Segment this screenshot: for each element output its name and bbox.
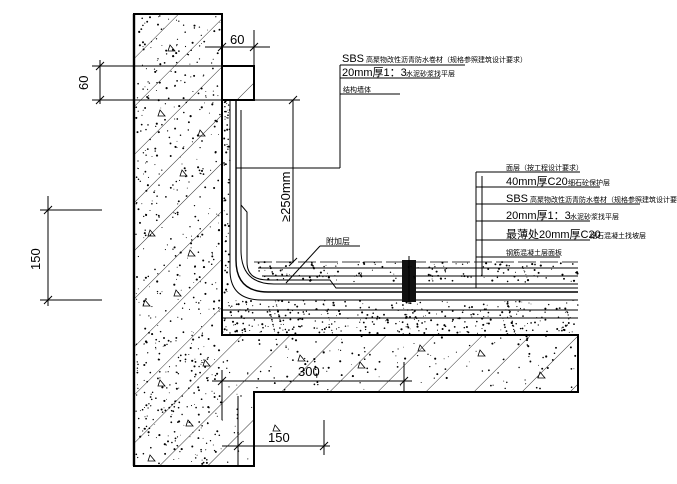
floor-callout-2-latin: SBS <box>506 193 528 205</box>
floor-callout-3: 20mm厚1：3 水泥砂浆找平层 <box>506 209 619 222</box>
dim-150-left: 150 <box>28 248 43 270</box>
floor-callout-0-cjk: 面层（按工程设计要求） <box>506 163 583 172</box>
structural-concrete <box>132 13 579 467</box>
floor-callout-0: 面层（按工程设计要求） <box>506 163 583 172</box>
leader-lines <box>236 64 640 288</box>
parapet-head <box>221 65 255 101</box>
dimension-lines <box>40 30 412 466</box>
floor-callout-1: 40mm厚C20 细石砼保护层 <box>506 175 610 188</box>
wall-callout-2: 结构墙体 <box>343 85 371 94</box>
dim-300: 300 <box>298 364 320 379</box>
dim-60-top: 60 <box>230 32 244 47</box>
dim-150-bottom: 150 <box>268 430 290 445</box>
floor-callout-2-cjk: 高聚物改性沥青防水卷材（规格参照建筑设计要求） <box>530 195 677 204</box>
layer-lines <box>222 100 578 319</box>
dim-60-left: 60 <box>76 76 91 90</box>
wall-callout-1-cjk: 水泥砂浆找平层 <box>406 69 455 78</box>
floor-callout-3-latin: 20mm厚1：3 <box>506 209 571 222</box>
wall-callout-0-cjk: 高聚物改性沥青防水卷材（规格参照建筑设计要求） <box>366 55 527 64</box>
floor-callout-2: SBS 高聚物改性沥青防水卷材（规格参照建筑设计要求） <box>506 193 677 205</box>
wall-callout-1: 20mm厚1：3 水泥砂浆找平层 <box>342 66 455 79</box>
floor-callout-5: 钢筋混凝土层面板 <box>506 248 562 257</box>
wall-callout-0-latin: SBS <box>342 53 364 65</box>
floor-callout-3-cjk: 水泥砂浆找平层 <box>570 212 619 221</box>
aggregate-dots <box>135 15 579 465</box>
floor-callout-4: 最薄处20mm厚C20 细石混凝土找坡层 <box>506 227 646 241</box>
dim-upturn-height: ≥250mm <box>278 172 293 222</box>
floor-callout-5-cjk: 钢筋混凝土层面板 <box>506 248 562 257</box>
floor-callout-1-cjk: 细石砼保护层 <box>568 178 610 187</box>
wall-callout-2-cjk: 结构墙体 <box>343 85 371 94</box>
wall-callout-0: SBS 高聚物改性沥青防水卷材（规格参照建筑设计要求） <box>342 53 527 65</box>
floor-callout-4-cjk: 细石混凝土找坡层 <box>590 231 646 240</box>
floor-callout-1-latin: 40mm厚C20 <box>506 175 568 188</box>
wall-callout-1-latin: 20mm厚1：3 <box>342 66 407 79</box>
additional-layer-label: 附加层 <box>326 236 350 246</box>
floor-callout-4-latin: 最薄处20mm厚C20 <box>506 227 601 241</box>
